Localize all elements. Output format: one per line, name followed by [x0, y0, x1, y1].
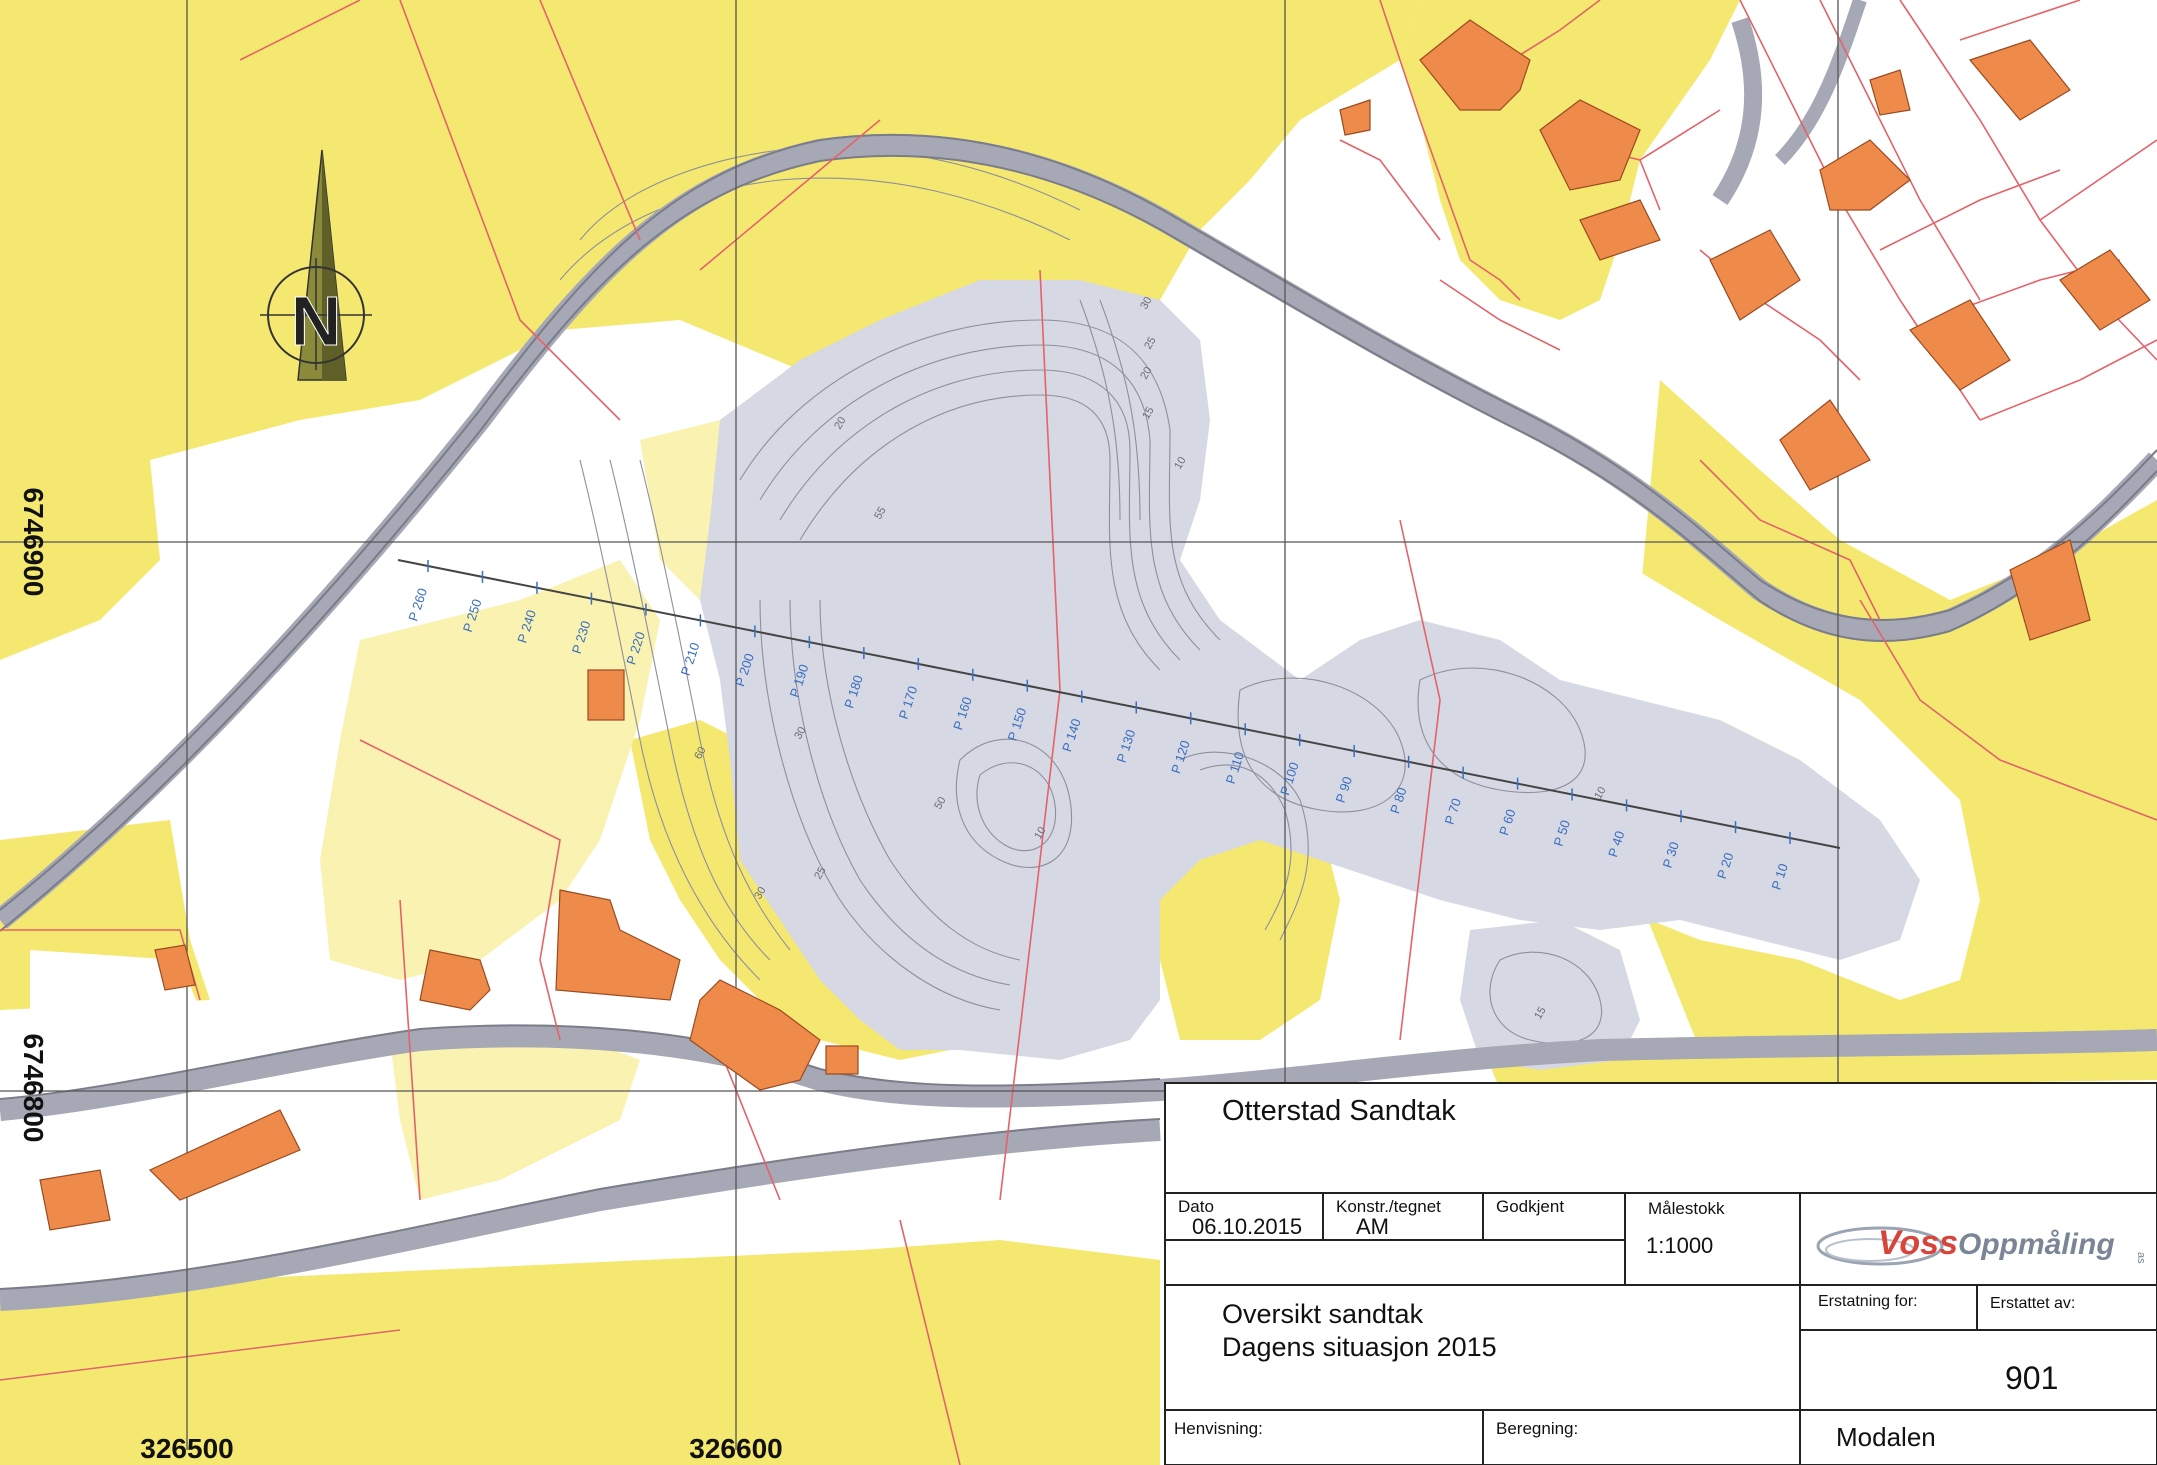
contour-label: 30: [1138, 295, 1155, 312]
contour-label: 20: [1138, 365, 1155, 382]
contour-label: 60: [692, 745, 709, 762]
building: [825, 1045, 859, 1075]
contour-labels: 30 25 20 15 10 10 10 15 20 25 30 30 50 55 60: [692, 295, 1609, 1022]
road-upper-edge-a: [0, 133, 2157, 911]
drawn-label: Konstr./tegnet: [1336, 1197, 1441, 1216]
date-label: Dato: [1178, 1197, 1214, 1216]
drawing-number: 901: [2005, 1360, 2058, 1396]
building: [148, 1109, 301, 1201]
north-arrow: N: [260, 149, 372, 381]
building: [1579, 199, 1661, 261]
logo-part1: Voss: [1878, 1224, 1958, 1262]
building: [2009, 539, 2091, 641]
contour-label: 25: [812, 865, 829, 882]
building: [1709, 229, 1801, 321]
building: [555, 889, 681, 1001]
contour-label: 10: [1032, 825, 1049, 842]
title-block: Otterstad Sandtak Dato 06.10.2015 Konstr…: [1164, 1082, 2157, 1465]
coord-y-upper: 6746900: [18, 487, 49, 596]
road-upper: [0, 133, 2157, 929]
contour-label: 15: [1140, 405, 1157, 422]
building: [1869, 69, 1911, 116]
road-bottom: [0, 1119, 1161, 1311]
road-upper-edge-b: [0, 154, 2157, 932]
coord-y-lower: 6746800: [18, 1033, 49, 1142]
contour-label: 55: [872, 505, 889, 522]
road-top-right: [1712, 17, 1763, 205]
building: [587, 669, 625, 721]
replaces-label: Erstatning for:: [1818, 1293, 1918, 1310]
scale-value: 1:1000: [1646, 1233, 1713, 1258]
date-value: 06.10.2015: [1192, 1214, 1302, 1239]
logo-part2: Oppmåling: [1958, 1228, 2115, 1261]
contour-label: 25: [1142, 335, 1159, 352]
calculation-label: Beregning:: [1496, 1419, 1578, 1438]
building: [2059, 249, 2151, 331]
road-lower-edge: [0, 1024, 1161, 1100]
coord-x-right: 326600: [689, 1433, 782, 1464]
contour-label: 30: [752, 885, 769, 902]
reference-label: Henvisning:: [1174, 1419, 1263, 1438]
north-arrow-letter: N: [291, 282, 342, 360]
building: [39, 1169, 111, 1231]
building: [154, 944, 196, 991]
terrain-light-yellow: [320, 420, 780, 1200]
coordinate-labels: 6746900 6746800 326500 326600: [18, 487, 783, 1464]
road-top-right-b: [1774, 0, 1867, 165]
coord-x-left: 326500: [140, 1433, 233, 1464]
drawn-value: AM: [1356, 1214, 1389, 1239]
replaced-by-label: Erstattet av:: [1990, 1295, 2075, 1312]
contour-label: 30: [792, 725, 809, 742]
building: [419, 949, 491, 1011]
roads: [0, 0, 2157, 1311]
contour-label: 10: [1592, 785, 1609, 802]
building: [1539, 99, 1641, 191]
building: [1339, 99, 1371, 136]
municipality: Modalen: [1836, 1422, 1936, 1452]
building: [1909, 299, 2011, 391]
contour-label: 50: [932, 795, 949, 812]
building: [1968, 39, 2071, 121]
road-lower: [0, 1025, 2157, 1121]
drawing-title-line2: Dagens situasjon 2015: [1222, 1332, 1497, 1362]
drawing-title-line1: Oversikt sandtak: [1222, 1299, 1424, 1329]
building: [1819, 139, 1911, 211]
company-logo: Voss Oppmåling as: [1816, 1224, 2147, 1266]
road-bottom-edge: [0, 1118, 1161, 1290]
approved-label: Godkjent: [1496, 1197, 1564, 1216]
contour-label: 20: [832, 415, 849, 432]
building: [1779, 399, 1871, 491]
contour-label: 15: [1532, 1005, 1549, 1022]
building: [1419, 19, 1531, 111]
buildings: [39, 19, 2151, 1231]
project-title: Otterstad Sandtak: [1222, 1095, 1456, 1127]
scale-label: Målestokk: [1648, 1199, 1725, 1218]
logo-suffix: as: [2135, 1252, 2147, 1264]
contour-label: 10: [1172, 455, 1189, 472]
contour-lines: [559, 147, 1603, 1045]
building: [689, 979, 821, 1091]
